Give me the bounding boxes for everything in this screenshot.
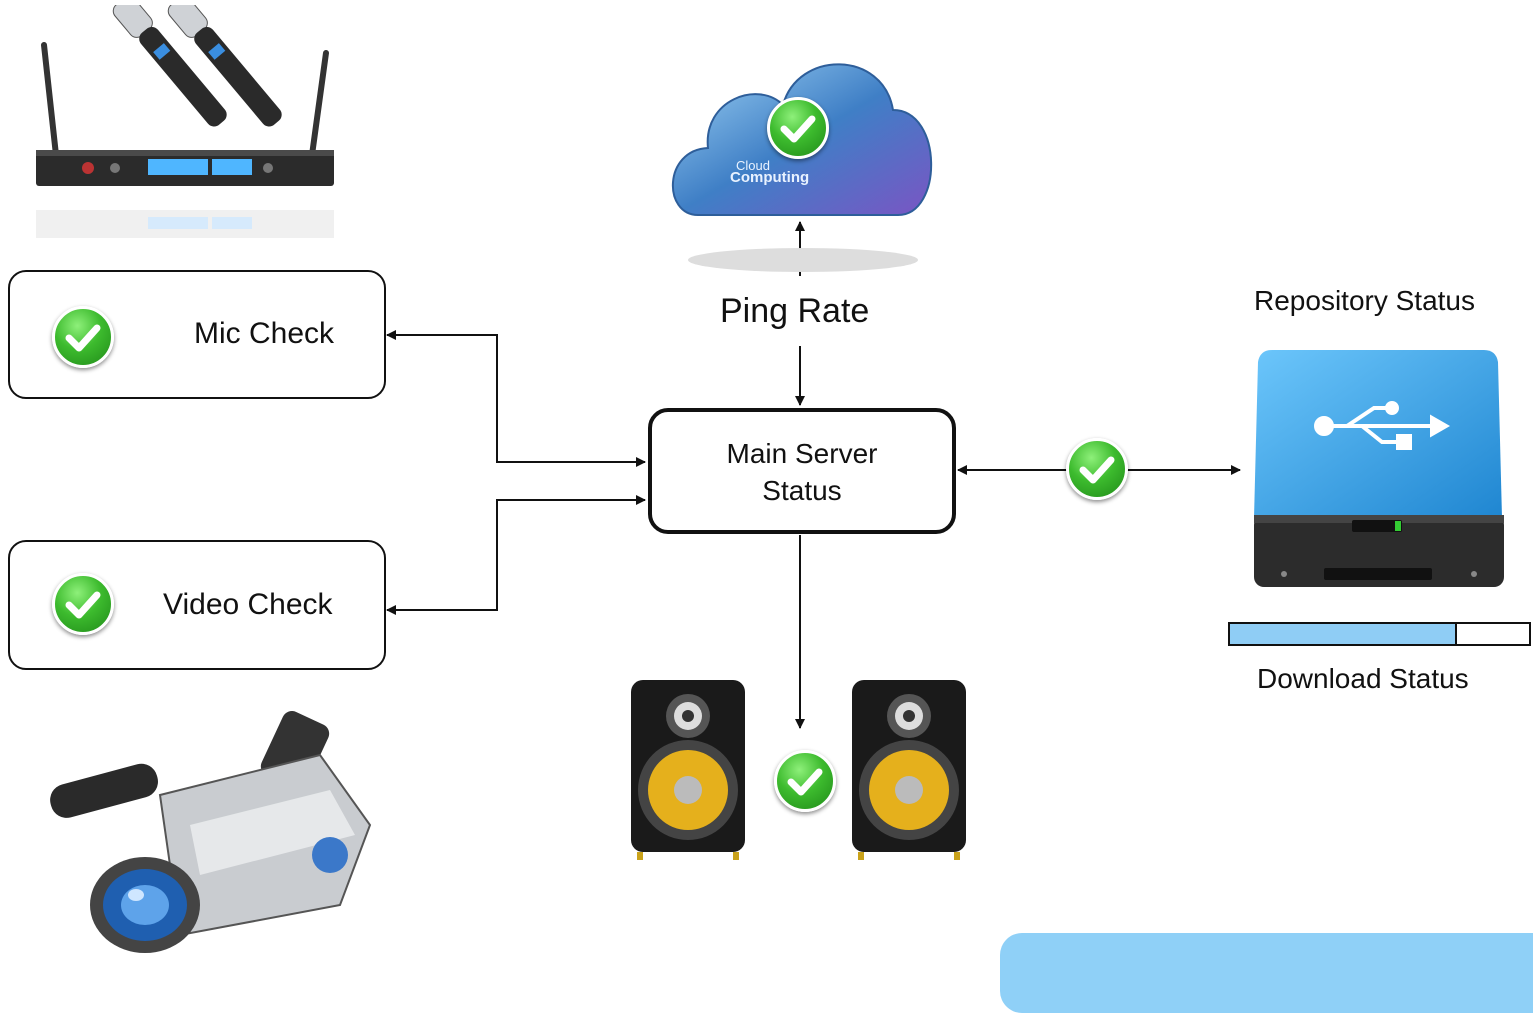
- repository-status-label: Repository Status: [1254, 285, 1475, 316]
- bottom-panel: [1000, 933, 1533, 1013]
- download-status-label: Download Status: [1257, 663, 1469, 694]
- ping-rate-label: Ping Rate: [720, 292, 870, 330]
- video-check-box: Video Check: [8, 540, 386, 670]
- video-camera-icon: [50, 711, 372, 953]
- download-progress-fill: [1230, 624, 1458, 644]
- main-server-label-line1: Main Server: [726, 438, 878, 469]
- arrow-server-video: [386, 495, 646, 615]
- main-server-box: Main Server Status: [648, 408, 956, 534]
- usb-drive-icon: [1254, 350, 1504, 587]
- cloud-text-small: Cloud: [736, 158, 770, 173]
- download-progress-bar: [1228, 622, 1531, 646]
- check-icon-video: [52, 573, 114, 635]
- video-check-label: Video Check: [163, 588, 333, 621]
- check-icon-cloud: [767, 97, 829, 159]
- check-icon-speakers: [774, 750, 836, 812]
- check-icon-mic: [52, 306, 114, 368]
- speaker-icon-left: [631, 680, 745, 860]
- speaker-icon-right: [852, 680, 966, 860]
- arrow-server-mic: [386, 330, 646, 467]
- mic-check-box: Mic Check: [8, 270, 386, 399]
- check-icon-repository: [1066, 438, 1128, 500]
- main-server-label-line2: Status: [762, 475, 842, 506]
- microphone-receiver-icon: [36, 5, 334, 238]
- mic-check-label: Mic Check: [194, 317, 335, 350]
- cloud-text-big: Computing: [730, 169, 809, 186]
